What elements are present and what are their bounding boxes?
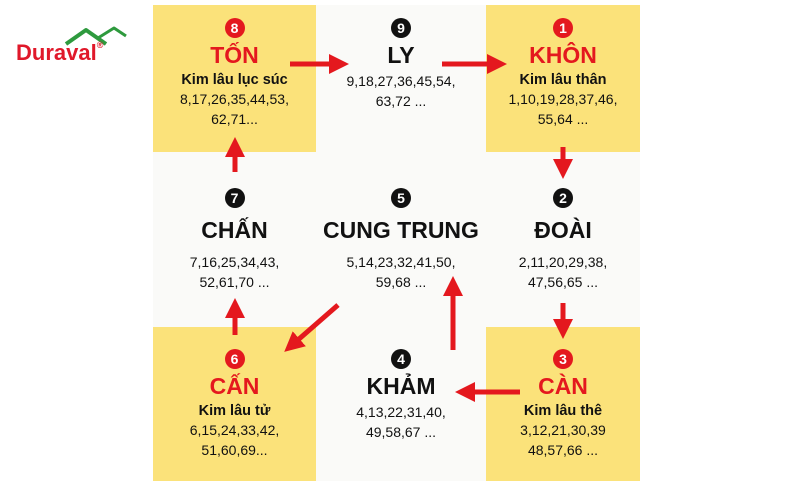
cell-can-heaven: 3 CÀN Kim lâu thê 3,12,21,30,39 48,57,66… bbox=[486, 327, 640, 481]
palace-name: ĐOÀI bbox=[534, 217, 592, 243]
cell-can-mountain: 6 CẤN Kim lâu tử 6,15,24,33,42, 51,60,69… bbox=[153, 327, 316, 481]
palace-numbers-line1: 4,13,22,31,40, bbox=[356, 404, 446, 420]
palace-subtitle: Kim lâu thê bbox=[523, 403, 603, 419]
palace-name: CÀN bbox=[538, 373, 588, 399]
palace-numbers-line2: 48,57,66 ... bbox=[527, 442, 599, 458]
palace-numbers-line1: 9,18,27,36,45,54, bbox=[346, 73, 456, 89]
kim-lau-grid: 8 TỐN Kim lâu lục súc 8,17,26,35,44,53, … bbox=[153, 5, 640, 481]
cell-kham: 4 KHẢM 4,13,22,31,40, 49,58,67 ... bbox=[316, 327, 486, 481]
house-roof-icon bbox=[64, 26, 127, 46]
palace-numbers-line2: 59,68 ... bbox=[375, 274, 427, 290]
number-badge: 9 bbox=[391, 18, 411, 38]
palace-name: KHẢM bbox=[366, 373, 436, 399]
number-badge: 2 bbox=[553, 188, 573, 208]
palace-name: TỐN bbox=[210, 42, 259, 68]
palace-numbers-line1: 5,14,23,32,41,50, bbox=[346, 254, 456, 270]
palace-numbers-line2: 52,61,70 ... bbox=[199, 274, 270, 290]
number-badge: 1 bbox=[553, 18, 573, 38]
cell-cung-trung: 5 CUNG TRUNG 5,14,23,32,41,50, 59,68 ... bbox=[316, 152, 486, 327]
number-badge: 3 bbox=[553, 349, 573, 369]
palace-numbers-line2: 62,71... bbox=[211, 111, 258, 127]
palace-numbers-line1: 8,17,26,35,44,53, bbox=[180, 91, 289, 107]
palace-numbers-line2: 55,64 ... bbox=[537, 111, 589, 127]
cell-khon: 1 KHÔN Kim lâu thân 1,10,19,28,37,46, 55… bbox=[486, 5, 640, 152]
logo-wordmark: Duraval® bbox=[16, 40, 104, 65]
cell-ly: 9 LY 9,18,27,36,45,54, 63,72 ... bbox=[316, 5, 486, 152]
palace-subtitle: Kim lâu lục súc bbox=[181, 72, 288, 88]
palace-numbers-line1: 6,15,24,33,42, bbox=[189, 422, 280, 438]
cell-chan: 7 CHẤN 7,16,25,34,43, 52,61,70 ... bbox=[153, 152, 316, 327]
palace-numbers-line2: 47,56,65 ... bbox=[527, 274, 599, 290]
palace-numbers-line1: 3,12,21,30,39 bbox=[520, 422, 606, 438]
palace-numbers-line2: 49,58,67 ... bbox=[365, 424, 437, 440]
number-badge: 6 bbox=[224, 349, 245, 369]
palace-numbers-line1: 1,10,19,28,37,46, bbox=[508, 91, 618, 107]
palace-name: LY bbox=[387, 42, 415, 68]
palace-subtitle: Kim lâu tử bbox=[198, 403, 271, 419]
number-badge: 7 bbox=[224, 188, 245, 208]
duraval-logo: Duraval® bbox=[14, 26, 134, 66]
palace-name: CẤN bbox=[209, 373, 260, 399]
palace-name: CUNG TRUNG bbox=[323, 217, 479, 243]
palace-name: CHẤN bbox=[201, 217, 268, 243]
number-badge: 4 bbox=[391, 349, 411, 369]
palace-numbers-line1: 2,11,20,29,38, bbox=[518, 254, 608, 270]
palace-numbers-line2: 51,60,69... bbox=[201, 442, 268, 458]
palace-numbers-line2: 63,72 ... bbox=[375, 93, 427, 109]
cell-ton: 8 TỐN Kim lâu lục súc 8,17,26,35,44,53, … bbox=[153, 5, 316, 152]
palace-subtitle: Kim lâu thân bbox=[519, 72, 607, 88]
number-badge: 5 bbox=[391, 188, 411, 208]
palace-name: KHÔN bbox=[529, 42, 597, 68]
cell-doai: 2 ĐOÀI 2,11,20,29,38, 47,56,65 ... bbox=[486, 152, 640, 327]
palace-numbers-line1: 7,16,25,34,43, bbox=[189, 254, 280, 270]
number-badge: 8 bbox=[224, 18, 245, 38]
